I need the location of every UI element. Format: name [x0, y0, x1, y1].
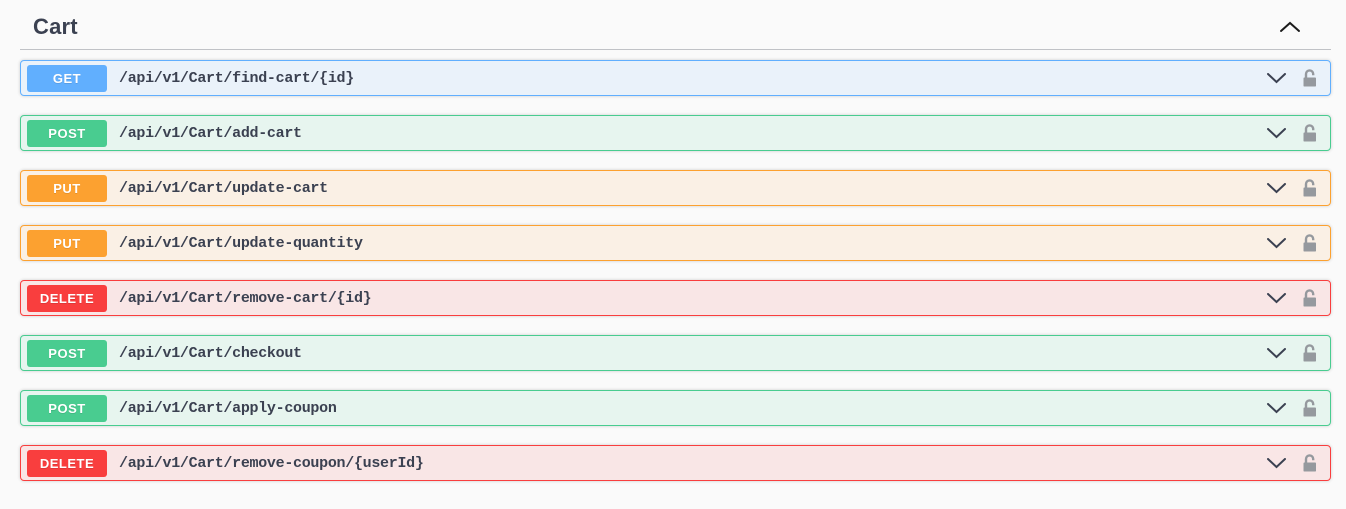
method-badge[interactable]: PUT — [27, 174, 107, 202]
authorize-lock-button[interactable] — [1301, 343, 1318, 363]
chevron-down-icon — [1267, 457, 1286, 468]
chevron-down-icon — [1267, 237, 1286, 248]
chevron-down-icon — [1267, 127, 1286, 138]
chevron-down-icon — [1267, 72, 1286, 83]
endpoint-path: /api/v1/Cart/update-cart — [119, 179, 328, 197]
chevron-down-icon — [1267, 292, 1286, 303]
chevron-up-icon — [1280, 21, 1300, 32]
authorize-lock-button[interactable] — [1301, 178, 1318, 198]
method-badge[interactable]: POST — [27, 394, 107, 422]
endpoint-row[interactable]: DELETE /api/v1/Cart/remove-cart/{id} — [20, 280, 1331, 316]
unlock-icon — [1303, 289, 1316, 307]
method-badge[interactable]: DELETE — [27, 449, 107, 477]
authorize-lock-button[interactable] — [1301, 453, 1318, 473]
authorize-lock-button[interactable] — [1301, 68, 1318, 88]
unlock-icon — [1303, 69, 1316, 87]
row-controls — [1266, 398, 1318, 418]
method-badge[interactable]: POST — [27, 339, 107, 367]
chevron-down-icon — [1267, 402, 1286, 413]
row-controls — [1266, 68, 1318, 88]
endpoint-path: /api/v1/Cart/remove-coupon/{userId} — [119, 454, 424, 472]
unlock-icon — [1303, 399, 1316, 417]
expand-row-control[interactable] — [1266, 127, 1287, 139]
endpoint-row[interactable]: POST /api/v1/Cart/add-cart — [20, 115, 1331, 151]
collapse-section-button[interactable] — [1277, 19, 1303, 35]
chevron-down-icon — [1267, 347, 1286, 358]
chevron-down-icon — [1267, 182, 1286, 193]
cart-tag-section: Cart GET /api/v1/Cart/find-cart/{id} — [20, 0, 1331, 481]
endpoint-row[interactable]: PUT /api/v1/Cart/update-cart — [20, 170, 1331, 206]
expand-row-control[interactable] — [1266, 347, 1287, 359]
endpoint-path: /api/v1/Cart/remove-cart/{id} — [119, 289, 372, 307]
unlock-icon — [1303, 344, 1316, 362]
expand-row-control[interactable] — [1266, 402, 1287, 414]
method-badge[interactable]: PUT — [27, 229, 107, 257]
section-title: Cart — [33, 14, 78, 39]
endpoint-row[interactable]: PUT /api/v1/Cart/update-quantity — [20, 225, 1331, 261]
endpoint-path: /api/v1/Cart/apply-coupon — [119, 399, 337, 417]
endpoint-path: /api/v1/Cart/add-cart — [119, 124, 302, 142]
row-controls — [1266, 343, 1318, 363]
section-header[interactable]: Cart — [20, 0, 1331, 50]
unlock-icon — [1303, 234, 1316, 252]
method-badge[interactable]: GET — [27, 64, 107, 92]
unlock-icon — [1303, 454, 1316, 472]
endpoint-path: /api/v1/Cart/update-quantity — [119, 234, 363, 252]
row-controls — [1266, 123, 1318, 143]
row-controls — [1266, 178, 1318, 198]
endpoint-path: /api/v1/Cart/checkout — [119, 344, 302, 362]
authorize-lock-button[interactable] — [1301, 398, 1318, 418]
method-badge[interactable]: POST — [27, 119, 107, 147]
endpoint-path: /api/v1/Cart/find-cart/{id} — [119, 69, 354, 87]
operations-list: GET /api/v1/Cart/find-cart/{id} POST /ap… — [20, 50, 1331, 481]
authorize-lock-button[interactable] — [1301, 233, 1318, 253]
endpoint-row[interactable]: POST /api/v1/Cart/apply-coupon — [20, 390, 1331, 426]
unlock-icon — [1303, 179, 1316, 197]
row-controls — [1266, 288, 1318, 308]
expand-row-control[interactable] — [1266, 457, 1287, 469]
authorize-lock-button[interactable] — [1301, 288, 1318, 308]
expand-row-control[interactable] — [1266, 72, 1287, 84]
endpoint-row[interactable]: POST /api/v1/Cart/checkout — [20, 335, 1331, 371]
endpoint-row[interactable]: GET /api/v1/Cart/find-cart/{id} — [20, 60, 1331, 96]
authorize-lock-button[interactable] — [1301, 123, 1318, 143]
row-controls — [1266, 233, 1318, 253]
expand-row-control[interactable] — [1266, 182, 1287, 194]
expand-row-control[interactable] — [1266, 237, 1287, 249]
endpoint-row[interactable]: DELETE /api/v1/Cart/remove-coupon/{userI… — [20, 445, 1331, 481]
method-badge[interactable]: DELETE — [27, 284, 107, 312]
row-controls — [1266, 453, 1318, 473]
expand-row-control[interactable] — [1266, 292, 1287, 304]
unlock-icon — [1303, 124, 1316, 142]
